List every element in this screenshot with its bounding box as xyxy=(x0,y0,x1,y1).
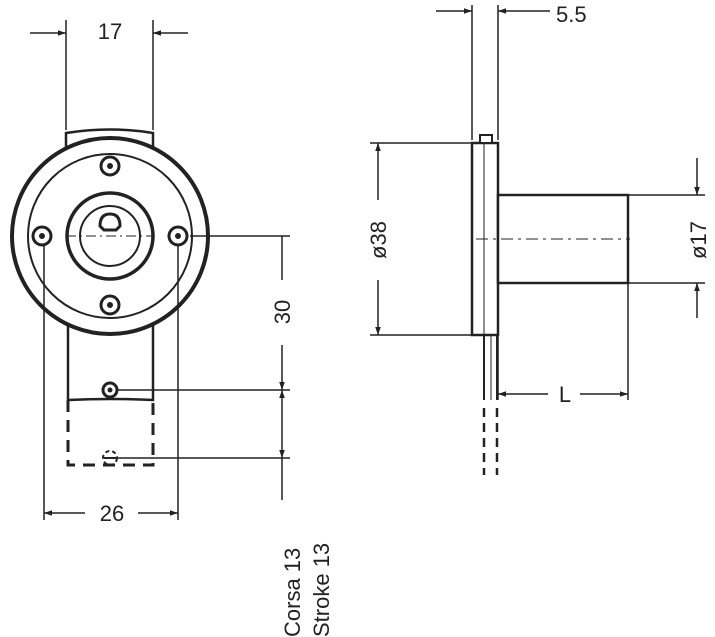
top-tab xyxy=(64,128,155,150)
slider-pin xyxy=(101,381,119,399)
plate-nub xyxy=(479,134,493,144)
slider-pin-extended xyxy=(102,450,118,466)
dim-17d-label: ø17 xyxy=(686,221,711,259)
dim-l-label: L xyxy=(559,382,571,407)
screw-hole-left xyxy=(31,225,53,247)
side-view: 5.5 ø38 ø17 L xyxy=(366,2,711,475)
bolt xyxy=(482,335,499,475)
stroke-label-it: Corsa 13 xyxy=(280,548,305,637)
dim-26-label: 26 xyxy=(100,501,124,526)
stroke-label-en: Stroke 13 xyxy=(309,543,334,637)
dim-17-label: 17 xyxy=(98,19,122,44)
dim-38-label: ø38 xyxy=(366,221,391,259)
screw-hole-bottom xyxy=(99,294,121,316)
front-view: 17 30 Corsa 13 Stroke 13 26 xyxy=(10,19,334,637)
slider-extended-dashed xyxy=(66,400,155,467)
screw-hole-top xyxy=(99,155,121,177)
dim-30-label: 30 xyxy=(270,300,295,324)
slider-plate xyxy=(66,318,155,402)
keyhole-icon xyxy=(98,212,122,232)
screw-hole-right xyxy=(167,225,189,247)
dim-55-label: 5.5 xyxy=(556,2,587,27)
